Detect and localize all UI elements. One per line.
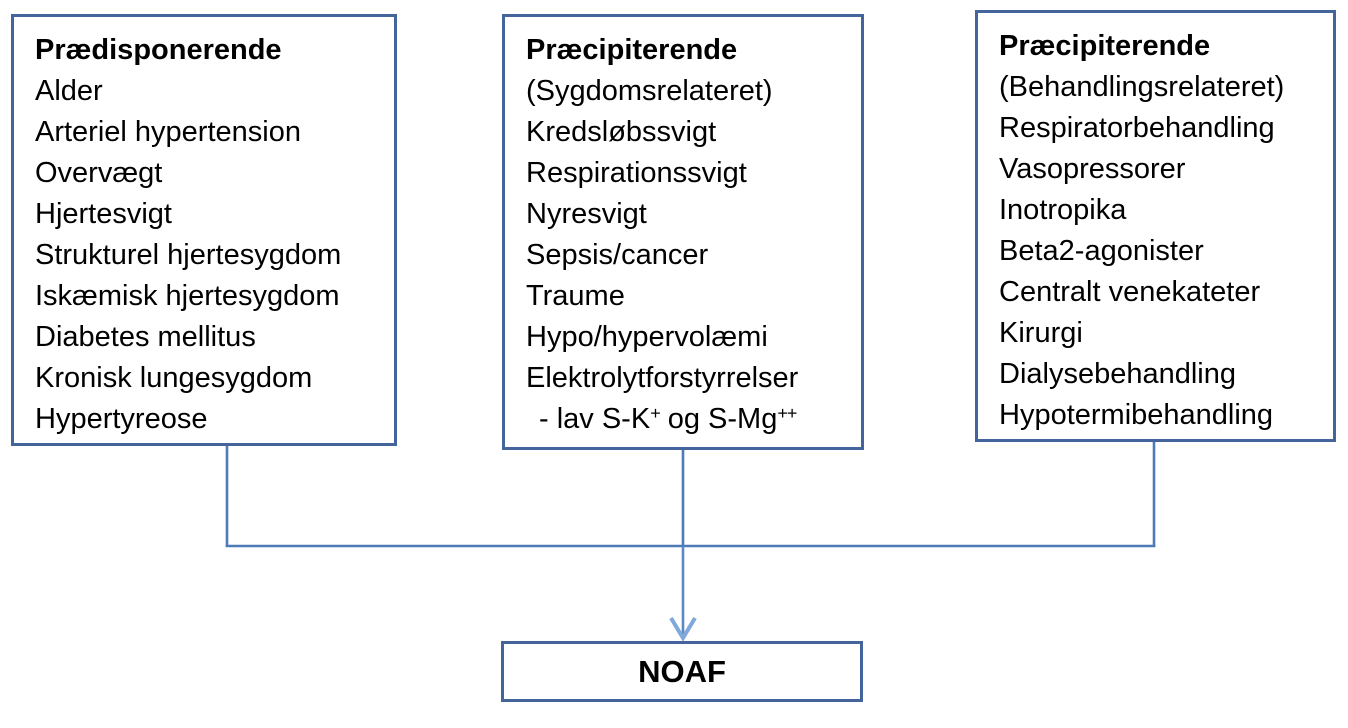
box-subtitle: (Sygdomsrelateret) [526,75,773,107]
superscript-plus: + [650,402,660,423]
factor-item: Respiratorbehandling [999,112,1275,144]
superscript-plus-plus: ++ [777,402,797,423]
factor-item: Beta2-agonister [999,235,1204,267]
precipitating-treatment-box: Præcipiterende (Behandlingsrelateret) Re… [975,10,1336,442]
factor-item: Kronisk lungesygdom [35,362,313,394]
sub-item-middle: og S-Mg [659,403,778,435]
factor-item: Kredsløbssvigt [526,116,717,148]
factor-item: Inotropika [999,194,1127,226]
factor-item: Vasopressorer [999,153,1186,185]
box-subtitle: (Behandlingsrelateret) [999,71,1285,103]
precipitating-disease-box: Præcipiterende (Sygdomsrelateret) Kredsl… [502,14,864,450]
arrowhead-down-icon [669,616,697,642]
factor-item: Hypotermibehandling [999,399,1274,431]
factor-item: Hypo/hypervolæmi [526,321,768,353]
factor-item: Sepsis/cancer [526,239,709,271]
box-title: Prædisponerende [35,34,282,66]
factor-item: Dialysebehandling [999,358,1236,390]
outcome-box-noaf: NOAF [501,641,863,702]
factor-item: Strukturel hjertesygdom [35,239,342,271]
factor-item: Respirationssvigt [526,157,747,189]
factor-item: Alder [35,75,103,107]
factor-sub-item: - lav S-K+ og S-Mg++ [526,399,855,443]
factor-item: Diabetes mellitus [35,321,256,353]
factor-item: Iskæmisk hjertesygdom [35,280,340,312]
box-title: Præcipiterende [999,30,1211,62]
factor-item: Nyresvigt [526,198,647,230]
factor-item: Arteriel hypertension [35,116,301,148]
factor-item: Overvægt [35,157,163,189]
factor-item: Traume [526,280,625,312]
factor-item: Centralt venekateter [999,276,1261,308]
factor-item: Hypertyreose [35,403,208,435]
box-title: Præcipiterende [526,34,738,66]
factor-item: Hjertesvigt [35,198,172,230]
outcome-label: NOAF [638,653,726,689]
predisposing-factors-box: Prædisponerende Alder Arteriel hypertens… [11,14,397,446]
factor-item: Elektrolytforstyrrelser [526,362,799,394]
sub-item-prefix: - lav S-K [539,403,651,435]
factor-item: Kirurgi [999,317,1083,349]
